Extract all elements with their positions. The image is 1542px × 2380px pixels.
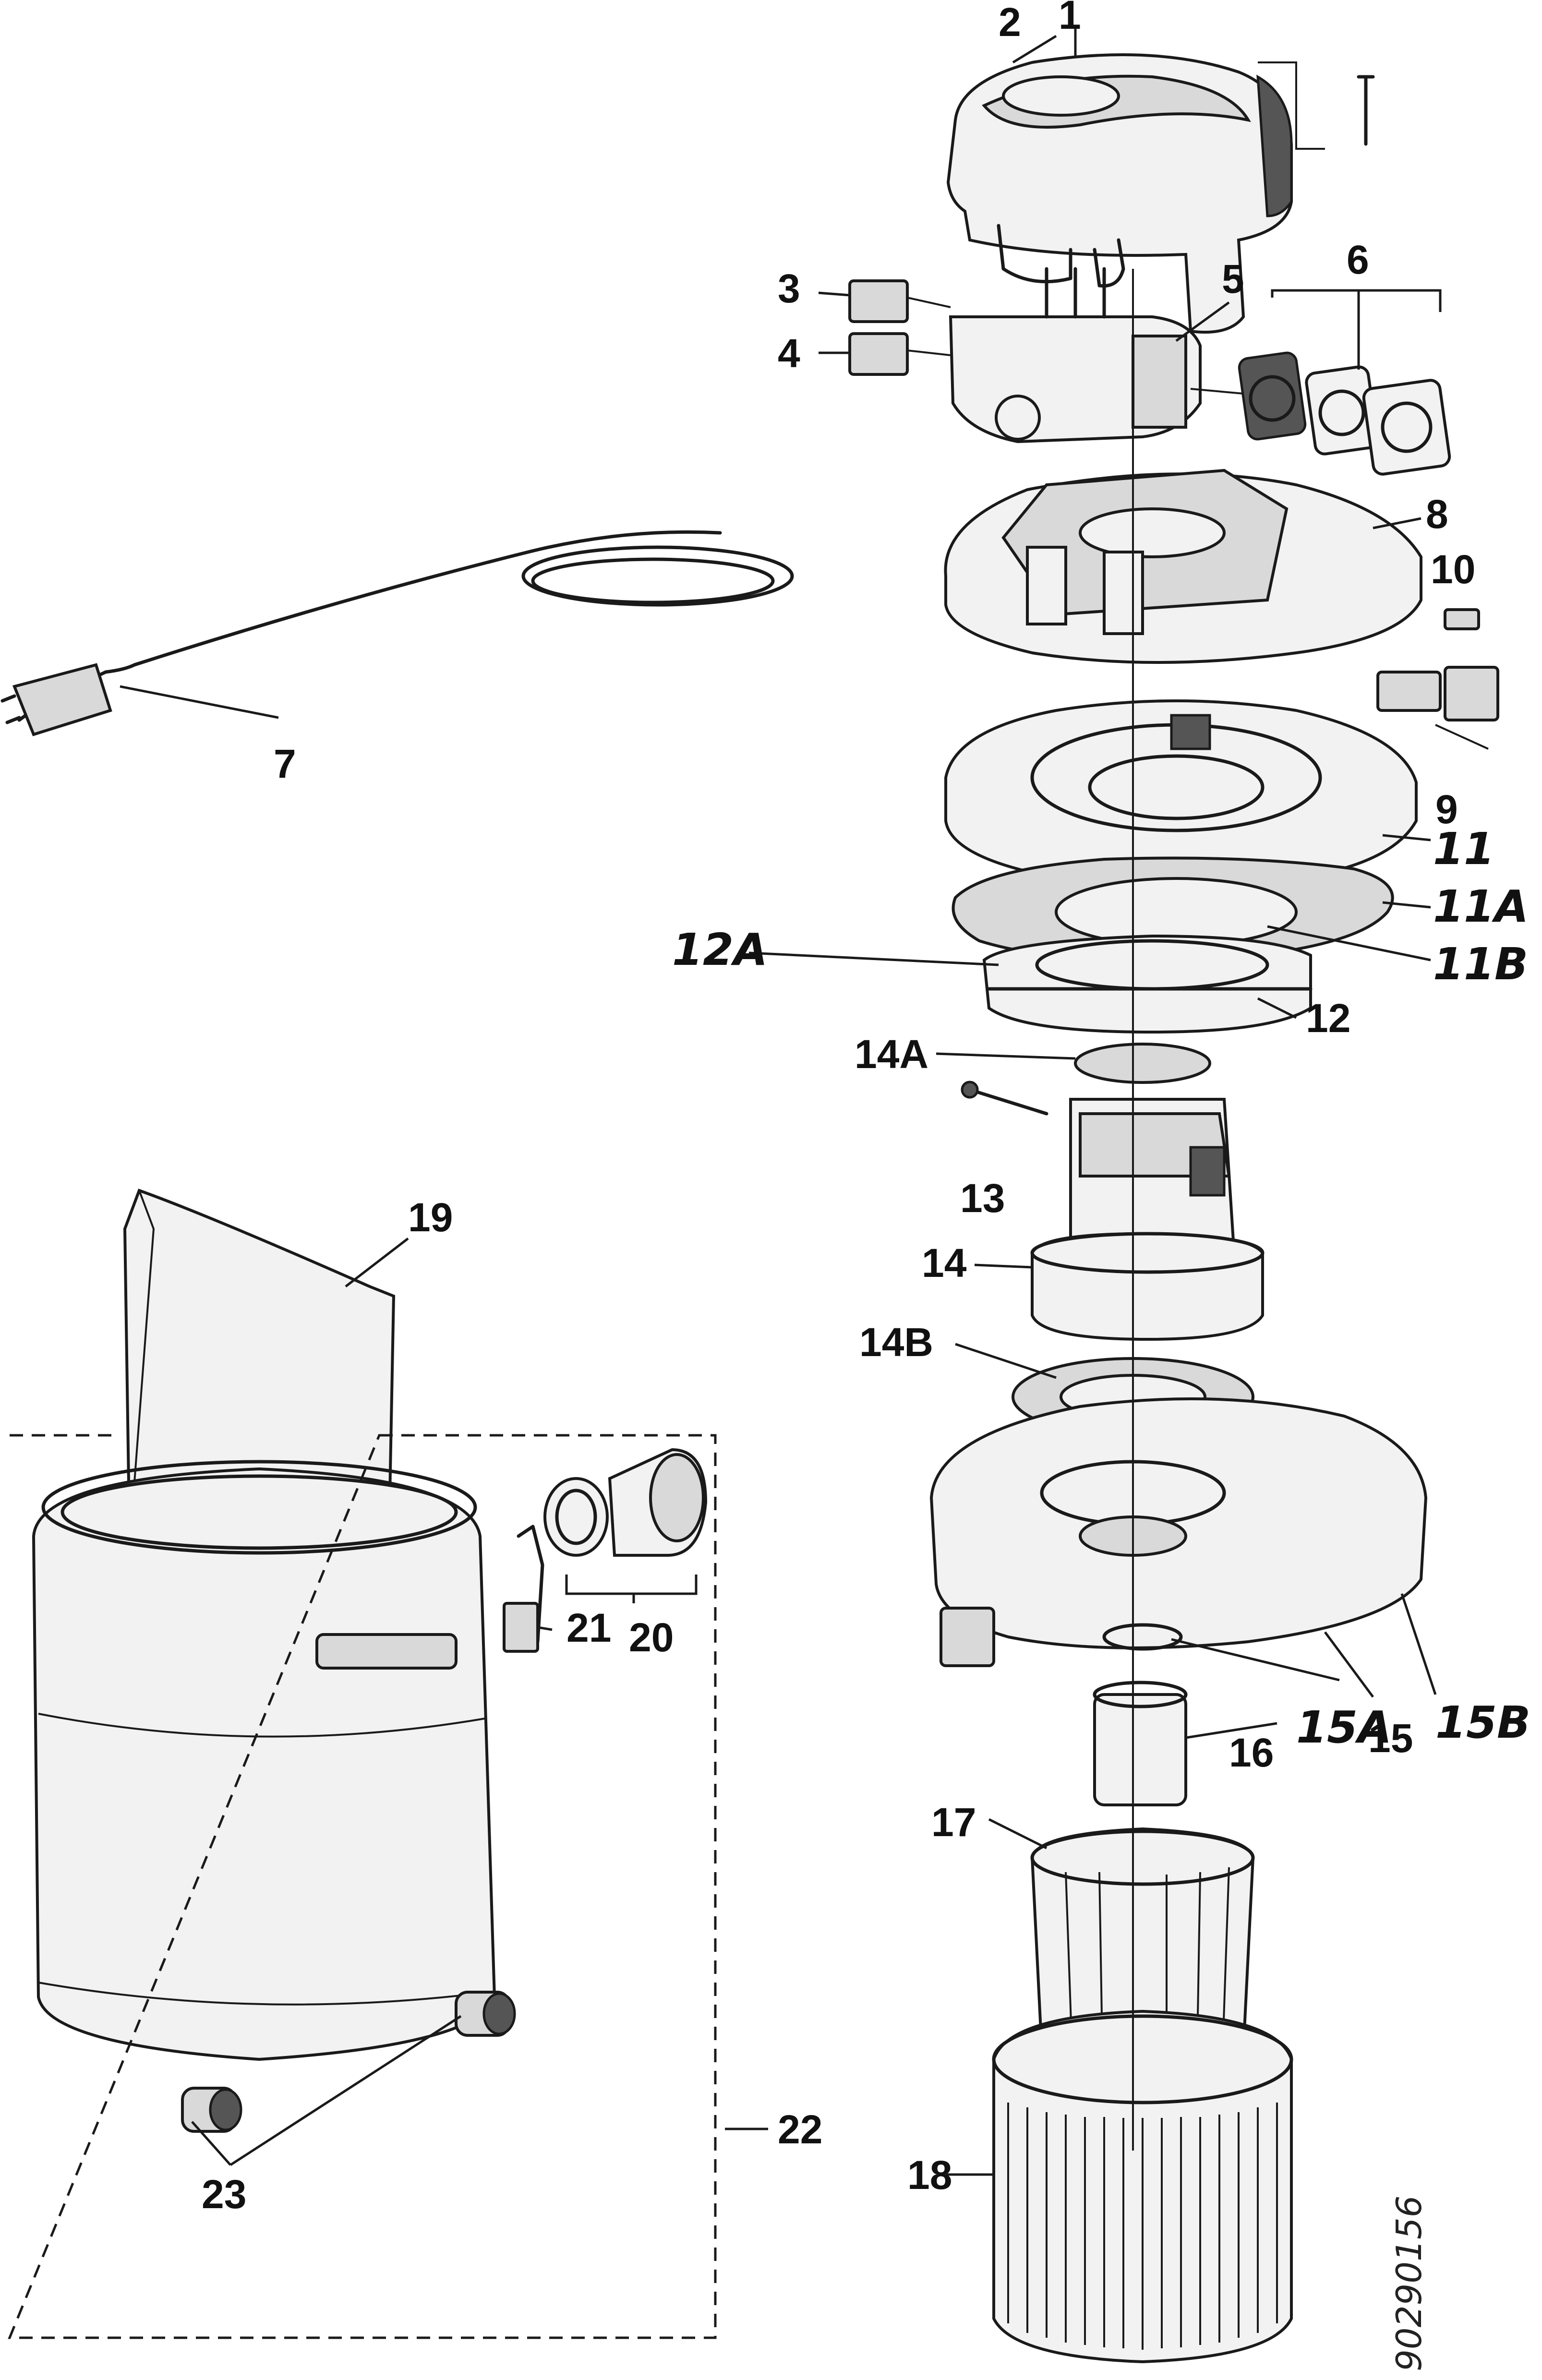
- label-14: 14: [922, 1240, 967, 1286]
- tube-16: [1093, 1681, 1188, 1806]
- label-8: 8: [1426, 492, 1448, 537]
- label-19: 19: [408, 1195, 453, 1240]
- switch-housing-part: [949, 267, 1202, 444]
- reference-code: 90290156: [1389, 2196, 1429, 2371]
- label-11a: 11A: [1433, 881, 1529, 932]
- inlet-part-20: [543, 1448, 708, 1557]
- label-15: 15: [1368, 1716, 1413, 1761]
- switch-plate-6: [1190, 351, 1451, 476]
- label-18: 18: [907, 2152, 952, 2198]
- label-5: 5: [1222, 256, 1244, 301]
- label-2: 2: [999, 0, 1021, 45]
- leader-lines: [120, 29, 1442, 2176]
- terminal-part-9: [1376, 666, 1499, 750]
- motor-14: [1030, 1098, 1265, 1341]
- motor-ring-11: [944, 699, 1418, 886]
- label-14b: 14B: [859, 1320, 933, 1365]
- label-13: 13: [960, 1176, 1005, 1221]
- label-12a: 12A: [672, 924, 768, 975]
- motor-ring-14a: [1074, 1043, 1211, 1084]
- label-17: 17: [931, 1800, 976, 1845]
- label-20: 20: [629, 1615, 674, 1660]
- container-22: [32, 1460, 516, 2133]
- label-11: 11: [1433, 823, 1494, 875]
- label-22: 22: [778, 2107, 822, 2152]
- switch-connector-3: [848, 279, 951, 323]
- label-15a: 15A: [1296, 1702, 1392, 1753]
- motor-cover-part: [944, 469, 1422, 664]
- label-3: 3: [778, 266, 800, 311]
- cover-screw: [1258, 61, 1375, 150]
- label-9: 9: [1435, 787, 1458, 832]
- label-10: 10: [1431, 547, 1475, 592]
- label-14a: 14A: [855, 1032, 928, 1077]
- switch-connector-4: [848, 332, 951, 376]
- container-frame-dashed: [8, 1434, 717, 2339]
- label-7: 7: [274, 741, 296, 786]
- power-cord-7: [0, 530, 794, 736]
- pleated-filter-18: [992, 2009, 1293, 2364]
- label-21: 21: [566, 1605, 611, 1650]
- small-part-10: [1444, 608, 1480, 630]
- label-1: 1: [1059, 0, 1081, 37]
- label-23: 23: [202, 2172, 246, 2217]
- top-cover-part: [946, 53, 1293, 334]
- ring-12: [982, 934, 1313, 1034]
- castor-23: [181, 1991, 516, 2133]
- screw-13: [961, 1081, 1048, 1116]
- label-15b: 15B: [1435, 1697, 1530, 1748]
- label-16: 16: [1229, 1730, 1274, 1775]
- clip-part-21: [503, 1525, 544, 1653]
- label-4: 4: [778, 331, 800, 376]
- label-12: 12: [1306, 996, 1350, 1041]
- gasket-11a: [952, 856, 1394, 962]
- label-11b: 11B: [1433, 938, 1528, 990]
- dust-bag-19: [123, 1189, 396, 1547]
- label-6: 6: [1347, 237, 1369, 282]
- lower-housing-15: [929, 1397, 1428, 1667]
